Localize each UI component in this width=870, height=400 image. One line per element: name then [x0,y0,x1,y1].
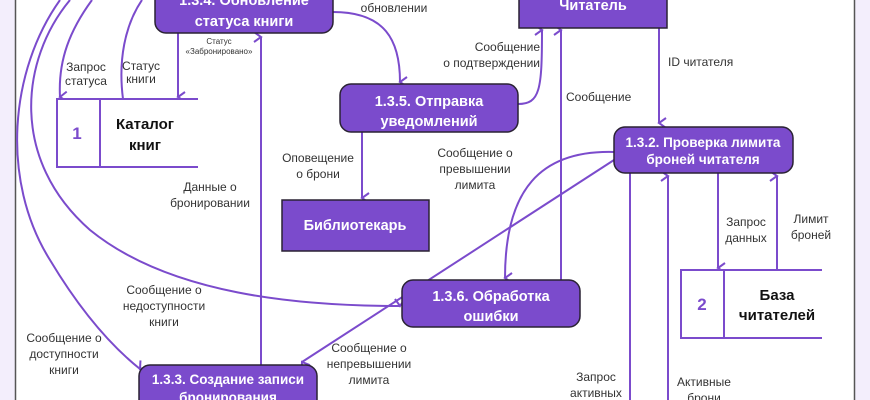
label-limit-2: броней [791,228,831,242]
label-book-status-1: Статус [122,59,160,73]
flow-confirm [517,24,544,105]
label-exceeded-3: лимита [455,178,496,192]
entity-librarian: Библиотекарь [281,199,430,252]
data-store-readers: 2 База читателей [680,269,822,339]
flow-status-request [58,0,93,103]
label-not-exceeded-2: непревышении [327,357,411,371]
process-1-3-3: 1.3.3. Создание записи бронирования [138,364,318,400]
label-data-request-2: данных [725,231,767,245]
process-title-1: 1.3.6. Обработка [432,289,550,305]
label-booking-data-2: бронировании [170,196,250,210]
label-not-exceeded-3: лимита [349,373,390,387]
label-available-2: доступности [29,347,98,361]
left-frame [0,0,15,400]
right-frame [855,0,870,400]
entity-reader: Читатель [518,0,668,29]
flow-available [16,0,149,371]
flow-limit-exceeded [503,150,615,284]
flow-book-status [120,0,143,100]
label-unavailable-2: недоступности [123,299,205,313]
process-1-3-6: 1.3.6. Обработка ошибки [401,279,581,328]
label-booking-data-1: Данные о [183,180,237,194]
process-1-3-2: 1.3.2. Проверка лимита броней читателя [613,126,794,174]
label-reserved-2: «Забронировано» [186,47,253,56]
label-reader-id: ID читателя [668,55,733,69]
label-confirm-2: о подтверждении [443,56,540,70]
entity-title: Библиотекарь [304,218,407,234]
process-title-2: броней читателя [646,152,759,167]
process-title-1: 1.3.5. Отправка [375,94,485,110]
label-active-request-1: Запрос [576,370,616,384]
label-active-request-2: активных [570,386,622,400]
label-available-1: Сообщение о [26,331,102,345]
flow-limit-not-exceeded [300,159,615,371]
process-title-2: уведомлений [380,114,477,130]
label-reserved-1: Статус [206,37,231,46]
store-title-2: книг [129,137,161,154]
store-title-2: читателей [739,307,815,324]
label-update: обновлении [361,1,428,15]
process-title-1: 1.3.3. Создание записи [152,372,304,387]
label-unavailable-1: Сообщение о [126,283,202,297]
label-active-bookings-1: Активные [677,375,731,389]
label-not-exceeded-1: Сообщение о [331,341,407,355]
data-store-catalog: 1 Каталог книг [56,98,198,168]
label-message: Сообщение [566,90,632,104]
process-1-3-5: 1.3.5. Отправка уведомлений [339,83,519,133]
label-active-bookings-2: брони [687,391,721,400]
process-title-2: бронирования [179,390,277,400]
process-title-2: статуса книги [195,14,294,30]
label-notify-2: о брони [296,167,340,181]
store-title-1: Каталог [116,116,174,133]
label-notify-1: Оповещение [282,151,354,165]
label-book-status-2: книги [126,72,156,86]
process-1-3-4: 1.3.4. Обновление статуса книги [154,0,334,34]
label-limit-1: Лимит [793,212,829,226]
label-exceeded-2: превышении [439,162,510,176]
label-available-3: книги [49,363,79,377]
store-number: 1 [72,124,81,143]
process-title-2: ошибки [464,309,519,325]
flow-update [332,11,408,88]
store-title-1: База [760,287,796,304]
entity-title: Читатель [559,0,627,14]
process-title-1: 1.3.2. Проверка лимита [626,135,781,150]
label-status-request-1: Запрос [66,60,106,74]
flow-unavailable [30,0,406,308]
label-unavailable-3: книги [149,315,179,329]
label-data-request-1: Запрос [726,215,766,229]
store-number: 2 [697,295,706,314]
label-confirm-1: Сообщение [475,40,541,54]
label-exceeded-1: Сообщение о [437,146,513,160]
process-title-1: 1.3.4. Обновление [179,0,309,9]
label-status-request-2: статуса [65,74,107,88]
